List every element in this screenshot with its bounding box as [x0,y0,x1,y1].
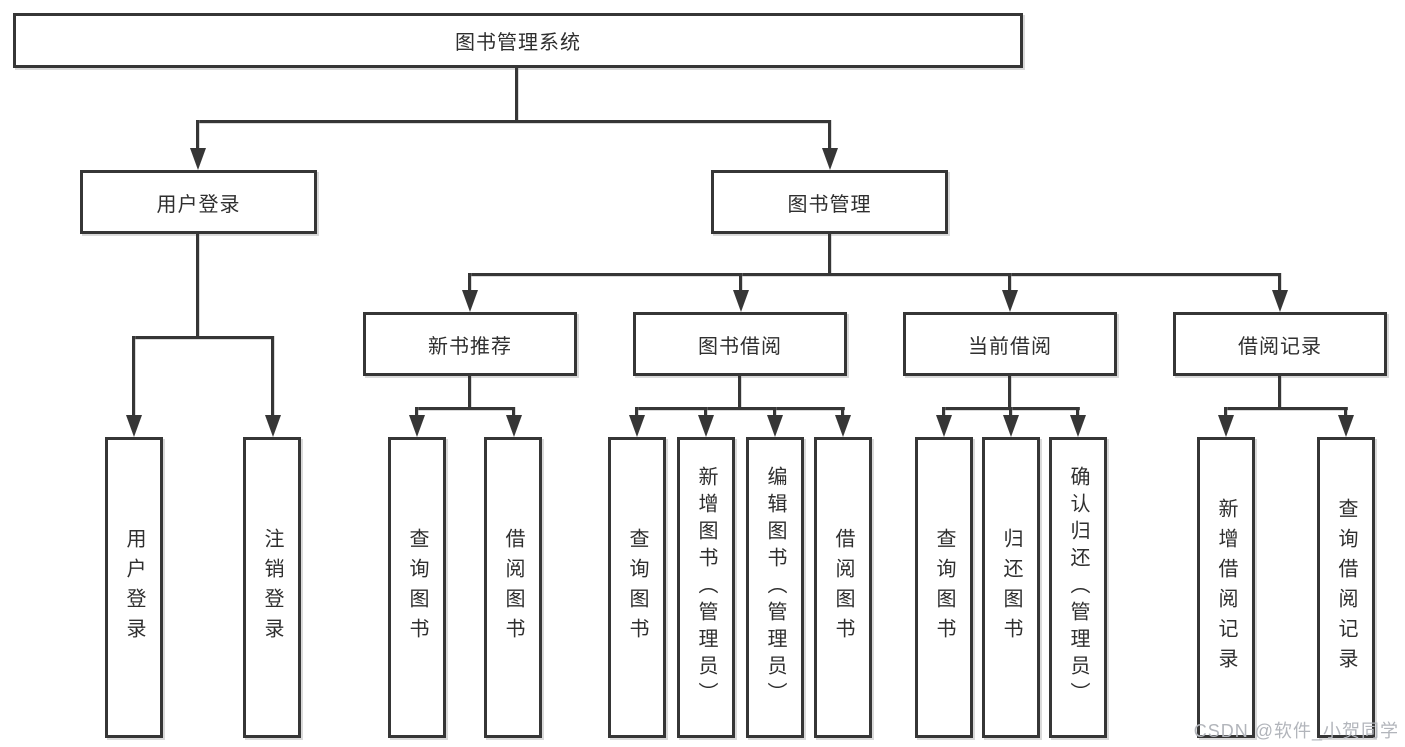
arrow-down-icon [698,415,714,437]
leaf-query-books-current: 查询图书 [915,437,973,738]
leaf-borrow-books-recommend: 借阅图书 [484,437,542,738]
connector-root-stub [515,68,518,120]
connector-book-management-stub [828,234,831,273]
arrow-down-icon [1070,415,1086,437]
connector-drop [1076,407,1079,418]
node-label: 图书借阅 [698,335,782,358]
leaf-query-books-recommend: 查询图书 [388,437,446,738]
connector-drop [841,407,844,418]
connector-borrow-records-hline [1224,407,1348,410]
node-label: 查询借阅记录 [1335,497,1357,678]
leaf-add-book-admin: 新增图书（管理员） [677,437,735,738]
leaf-logout: 注销登录 [243,437,301,738]
node-library-management-system: 图书管理系统 [13,13,1023,68]
connector-drop-book-management [828,120,831,152]
arrow-down-icon [1218,415,1234,437]
node-current-borrow: 当前借阅 [903,312,1117,376]
connector-root-hline [196,120,831,123]
arrow-down-icon [1002,290,1018,312]
node-label: 新增图书（管理员） [695,466,717,709]
leaf-query-borrow-record: 查询借阅记录 [1317,437,1375,738]
arrow-down-icon [822,148,838,170]
leaf-borrow-books: 借阅图书 [814,437,872,738]
node-label: 归还图书 [1000,527,1022,648]
connector-drop [942,407,945,418]
node-label: 借阅图书 [832,527,854,648]
arrow-down-icon [1338,415,1354,437]
leaf-edit-book-admin: 编辑图书（管理员） [746,437,804,738]
arrow-down-icon [733,290,749,312]
leaf-query-books-borrow: 查询图书 [608,437,666,738]
node-label: 借阅图书 [502,527,524,648]
node-label: 图书管理 [787,193,872,216]
arrow-down-icon [629,415,645,437]
node-label: 确认归还（管理员） [1067,466,1089,709]
arrow-down-icon [1003,415,1019,437]
connector-drop-borrow-records [1278,273,1281,293]
arrow-down-icon [126,415,142,437]
connector-drop [1344,407,1347,418]
connector-drop [512,407,515,418]
connector-new-book-stub [468,376,471,407]
node-user-login: 用户登录 [80,170,317,234]
leaf-user-login: 用户登录 [105,437,163,738]
arrow-down-icon [506,415,522,437]
connector-drop [1009,407,1012,418]
arrow-down-icon [265,415,281,437]
connector-drop-leaf-user-login [132,336,135,418]
arrow-down-icon [409,415,425,437]
arrow-down-icon [767,415,783,437]
node-label: 注销登录 [261,527,283,648]
leaf-return-book: 归还图书 [982,437,1040,738]
connector-drop [635,407,638,418]
connector-drop [1224,407,1227,418]
connector-current-borrow-stub [1008,376,1011,407]
arrow-down-icon [1272,290,1288,312]
arrow-down-icon [190,148,206,170]
node-book-borrow: 图书借阅 [633,312,847,376]
node-label: 图书管理系统 [455,32,581,54]
connector-book-borrow-hline [635,407,845,410]
connector-drop-current-borrow [1008,273,1011,293]
node-book-management: 图书管理 [711,170,948,234]
node-label: 用户登录 [156,193,241,216]
leaf-add-borrow-record: 新增借阅记录 [1197,437,1255,738]
connector-drop-leaf-logout [271,336,274,418]
node-new-book-recommend: 新书推荐 [363,312,577,376]
connector-borrow-records-stub [1278,376,1281,407]
node-label: 查询图书 [626,527,648,648]
arrow-down-icon [936,415,952,437]
arrow-down-icon [462,290,478,312]
node-label: 编辑图书（管理员） [764,466,786,709]
connector-drop-book-borrow [739,273,742,293]
node-label: 新增借阅记录 [1215,497,1237,678]
connector-new-book-hline [415,407,515,410]
node-label: 查询图书 [933,527,955,648]
connector-drop [704,407,707,418]
connector-book-borrow-stub [738,376,741,407]
node-borrow-records: 借阅记录 [1173,312,1387,376]
connector-drop-user-login [196,120,199,152]
node-label: 查询图书 [406,527,428,648]
connector-drop-new-book [468,273,471,293]
leaf-confirm-return-admin: 确认归还（管理员） [1049,437,1107,738]
node-label: 借阅记录 [1238,335,1322,358]
node-label: 新书推荐 [428,335,512,358]
connector-book-management-hline [468,273,1281,276]
connector-user-login-hline [132,336,274,339]
node-label: 用户登录 [123,527,145,648]
node-label: 当前借阅 [968,335,1052,358]
connector-drop [773,407,776,418]
connector-user-login-stub [196,234,199,336]
watermark: CSDN @软件_小贺同学 [1193,721,1399,741]
arrow-down-icon [835,415,851,437]
connector-drop [415,407,418,418]
